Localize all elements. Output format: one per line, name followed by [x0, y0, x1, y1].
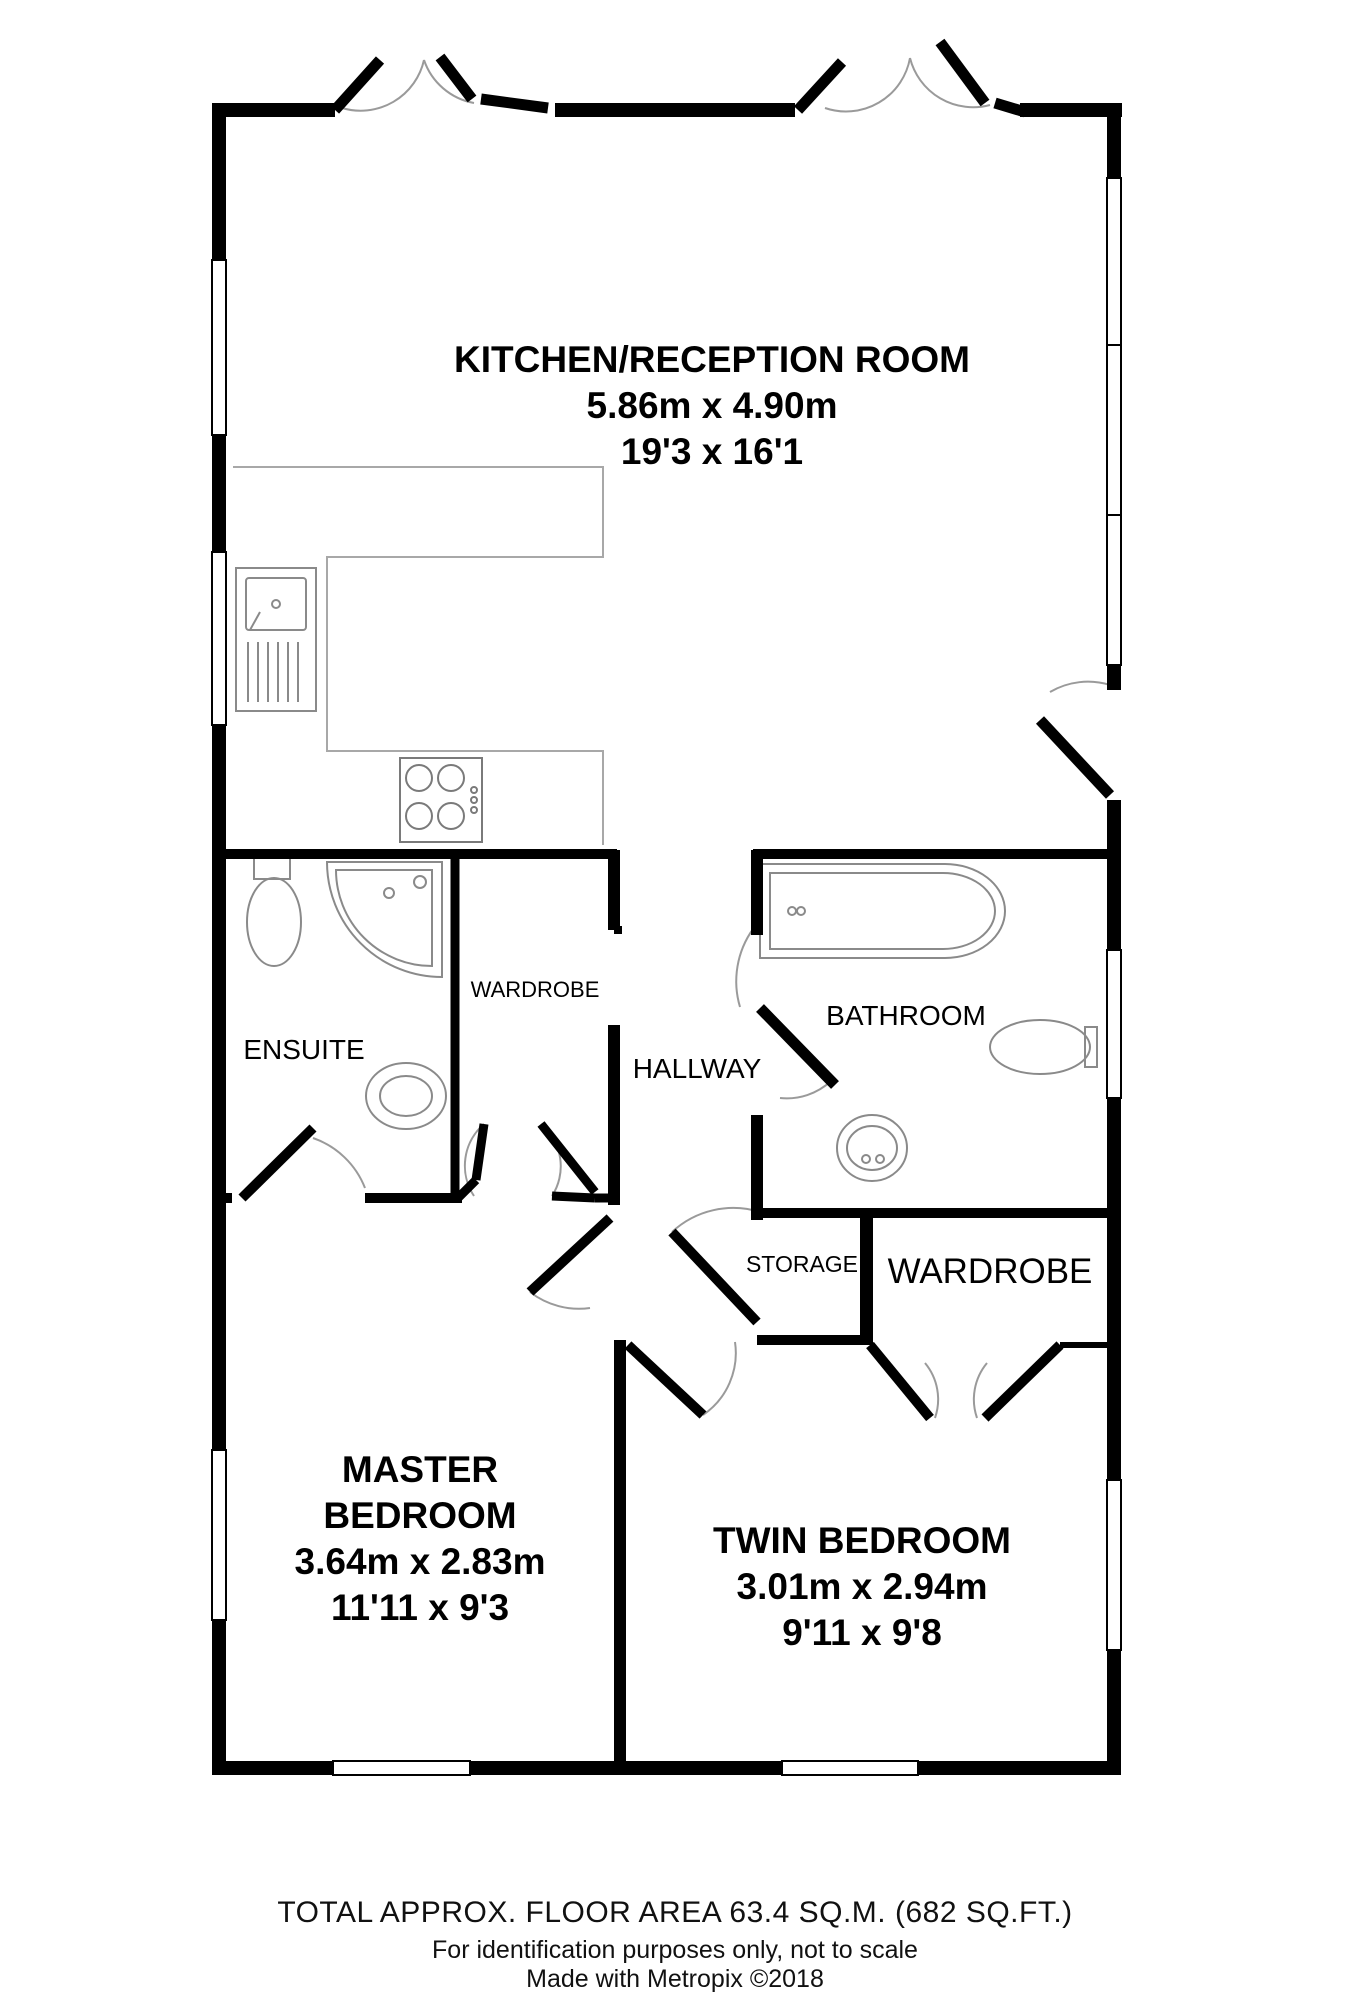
master-name-line1: MASTER [342, 1449, 498, 1490]
total-floor-area: TOTAL APPROX. FLOOR AREA 63.4 SQ.M. (682… [277, 1896, 1073, 1929]
twin-name: TWIN BEDROOM [713, 1520, 1011, 1561]
credit: Made with Metropix ©2018 [526, 1965, 824, 1993]
walls [212, 38, 1122, 1775]
twin-metric: 3.01m x 2.94m [737, 1566, 988, 1607]
disclaimer: For identification purposes only, not to… [432, 1936, 918, 1964]
wardrobe-master-name: WARDROBE [471, 977, 600, 1002]
wardrobe-twin-name: WARDROBE [888, 1252, 1093, 1291]
kitchen-name: KITCHEN/RECEPTION ROOM [454, 339, 970, 380]
storage-name: STORAGE [746, 1251, 858, 1277]
kitchen-metric: 5.86m x 4.90m [587, 385, 838, 426]
hallway-name: HALLWAY [633, 1053, 762, 1084]
kitchen-imperial: 19'3 x 16'1 [621, 431, 803, 472]
bathroom-fixtures [759, 863, 1098, 1182]
kitchen-hob [399, 757, 483, 843]
kitchen-sink [235, 567, 317, 712]
bathroom-name: BATHROOM [826, 1000, 986, 1031]
master-name-line2: BEDROOM [323, 1495, 516, 1536]
ensuite-fixtures [246, 856, 447, 1130]
master-metric: 3.64m x 2.83m [295, 1541, 546, 1582]
ensuite-name: ENSUITE [243, 1034, 364, 1065]
windows [211, 177, 1122, 1776]
kitchen-counter [233, 466, 604, 845]
master-imperial: 11'11 x 9'3 [331, 1587, 509, 1628]
twin-imperial: 9'11 x 9'8 [782, 1612, 942, 1653]
